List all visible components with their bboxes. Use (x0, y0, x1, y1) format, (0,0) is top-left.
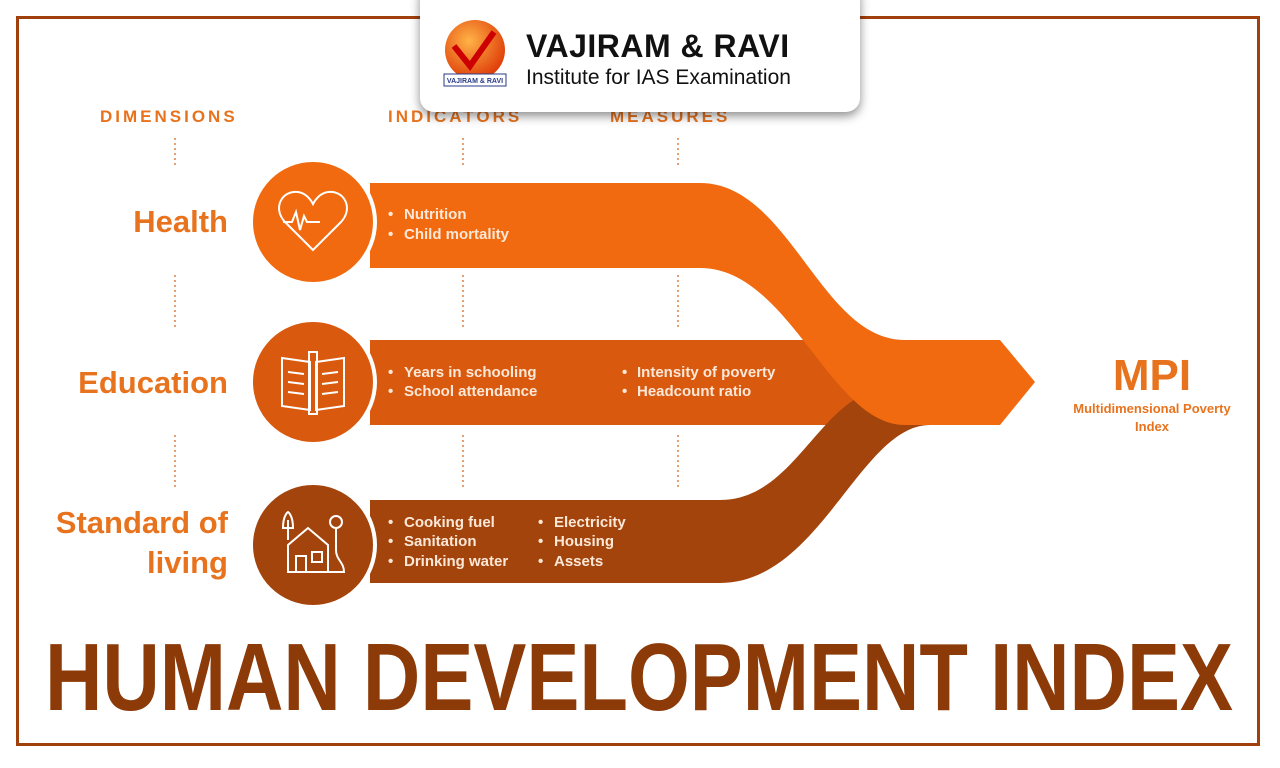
svg-text:Assets: Assets (554, 553, 603, 570)
mpi-title: MPI (1113, 351, 1191, 400)
dimension-label-standard-line1: Standard of (56, 505, 229, 540)
svg-text:•: • (388, 383, 393, 400)
svg-text:•: • (388, 514, 393, 531)
dimension-label-standard-line2: living (147, 545, 228, 580)
mpi-subtitle-line1: Multidimensional Poverty (1073, 401, 1231, 416)
svg-text:Years in schooling: Years in schooling (404, 364, 537, 381)
dotted-guides (174, 138, 679, 490)
health-indicators: • Nutrition • Child mortality (388, 206, 510, 243)
education-circle (249, 318, 377, 446)
standard-circle (249, 481, 377, 609)
banner-title: HUMAN DEVELOPMENT INDEX (45, 624, 1233, 731)
svg-text:Intensity of poverty: Intensity of poverty (637, 364, 776, 381)
svg-text:Electricity: Electricity (554, 514, 626, 531)
column-header-dimensions: DIMENSIONS (100, 107, 238, 126)
dimension-label-health: Health (133, 204, 228, 239)
education-indicators: • Years in schooling • School attendance (388, 364, 537, 400)
svg-text:•: • (538, 553, 543, 570)
svg-text:•: • (388, 206, 393, 223)
svg-text:Housing: Housing (554, 533, 614, 550)
standard-indicators: • Cooking fuel • Sanitation • Drinking wate… (388, 514, 626, 570)
svg-text:•: • (622, 364, 627, 381)
logo-name: VAJIRAM & RAVI (526, 28, 790, 64)
svg-text:•: • (538, 514, 543, 531)
standard-of-living-band (370, 385, 960, 583)
education-band (370, 340, 930, 425)
svg-text:•: • (538, 533, 543, 550)
logo-header: VAJIRAM & RAVI VAJIRAM & RAVI Institute … (420, 0, 860, 112)
svg-text:Cooking fuel: Cooking fuel (404, 514, 495, 531)
svg-text:•: • (388, 553, 393, 570)
logo-subtitle: Institute for IAS Examination (526, 66, 791, 89)
svg-text:VAJIRAM & RAVI: VAJIRAM & RAVI (447, 78, 503, 85)
book-pencil-icon (281, 351, 345, 415)
svg-text:Headcount ratio: Headcount ratio (637, 383, 751, 400)
measures-list: • Intensity of poverty • Headcount ratio (622, 364, 776, 400)
svg-text:Sanitation: Sanitation (404, 533, 477, 550)
health-band (370, 183, 1035, 425)
heart-pulse-icon (278, 190, 348, 252)
logo-emblem: VAJIRAM & RAVI (443, 20, 507, 87)
svg-text:Drinking water: Drinking water (404, 553, 508, 570)
svg-text:Child mortality: Child mortality (404, 226, 510, 243)
svg-text:•: • (622, 383, 627, 400)
mpi-subtitle-line2: Index (1135, 419, 1170, 434)
svg-text:Nutrition: Nutrition (404, 206, 466, 223)
svg-text:School attendance: School attendance (404, 383, 537, 400)
svg-text:•: • (388, 364, 393, 381)
svg-text:•: • (388, 533, 393, 550)
svg-text:•: • (388, 226, 393, 243)
house-icon (281, 510, 346, 573)
dimension-label-education: Education (78, 365, 228, 400)
